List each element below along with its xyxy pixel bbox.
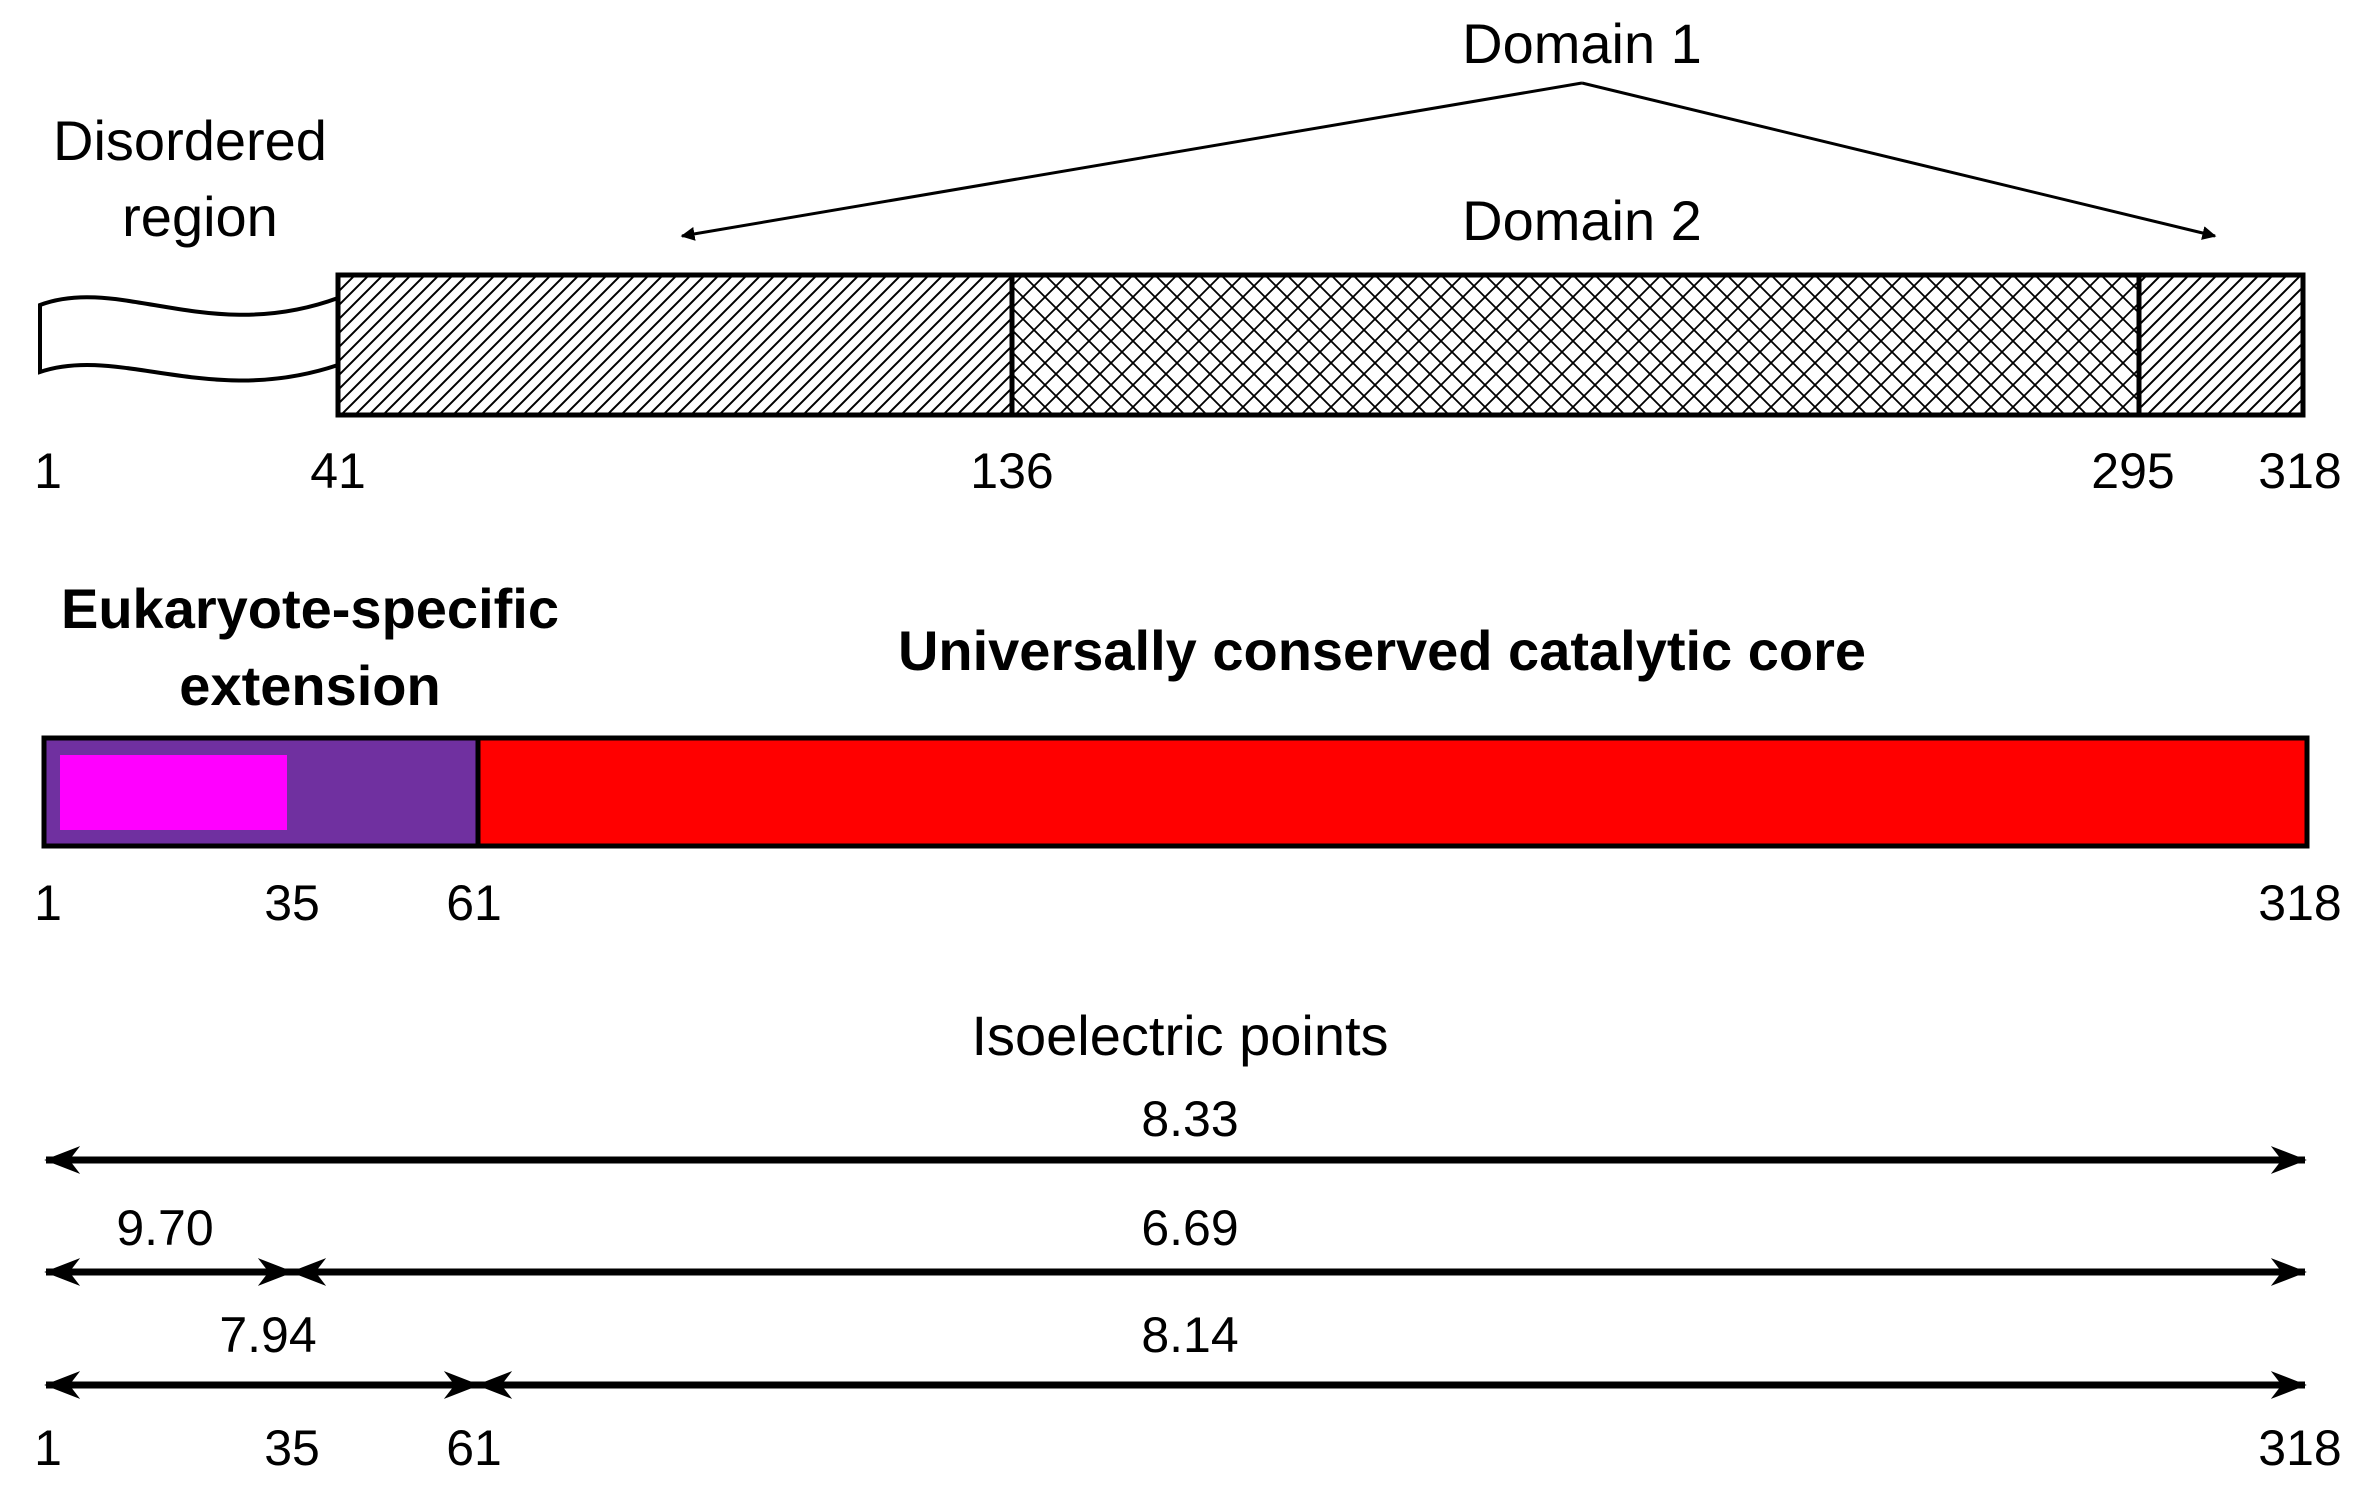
extension-label-line2: extension bbox=[179, 654, 440, 717]
isoelectric-title: Isoelectric points bbox=[971, 1004, 1388, 1067]
pi-row3-right-label: 8.14 bbox=[1141, 1307, 1238, 1363]
bot-pos-61: 61 bbox=[446, 1420, 502, 1476]
extension-highlight-segment bbox=[60, 755, 287, 830]
mid-pos-1: 1 bbox=[34, 875, 62, 931]
extension-label-line1: Eukaryote-specific bbox=[61, 577, 559, 640]
domain1-segment-n bbox=[335, 272, 1015, 418]
pi-row3-left-label: 7.94 bbox=[219, 1307, 316, 1363]
bot-pos-318: 318 bbox=[2258, 1420, 2341, 1476]
bot-pos-35: 35 bbox=[264, 1420, 320, 1476]
domain1-pointer-left bbox=[680, 81, 1583, 241]
mid-pos-35: 35 bbox=[264, 875, 320, 931]
middle-panel: Eukaryote-specific extension Universally… bbox=[34, 577, 2342, 931]
pi-row2-right-label: 6.69 bbox=[1141, 1200, 1238, 1256]
top-pos-1: 1 bbox=[34, 443, 62, 499]
top-pos-295: 295 bbox=[2091, 443, 2174, 499]
bottom-panel: Isoelectric points 8.33 9.70 6.69 7.94 8… bbox=[34, 1004, 2342, 1476]
top-pos-41: 41 bbox=[310, 443, 366, 499]
catalytic-core-segment bbox=[475, 735, 2310, 849]
top-pos-136: 136 bbox=[970, 443, 1053, 499]
domain2-label: Domain 2 bbox=[1462, 189, 1702, 252]
domain1-label: Domain 1 bbox=[1462, 12, 1702, 75]
bot-pos-1: 1 bbox=[34, 1420, 62, 1476]
mid-pos-318: 318 bbox=[2258, 875, 2341, 931]
disordered-label-line1: Disordered bbox=[53, 109, 327, 172]
disordered-label-line2: region bbox=[122, 185, 278, 248]
domain2-segment bbox=[1009, 272, 2142, 418]
mid-pos-61: 61 bbox=[446, 875, 502, 931]
core-label: Universally conserved catalytic core bbox=[898, 619, 1866, 682]
pi-full-label: 8.33 bbox=[1141, 1091, 1238, 1147]
pi-row2-left-label: 9.70 bbox=[116, 1200, 213, 1256]
disordered-region-ribbon bbox=[38, 295, 340, 383]
domain1-pointer-right bbox=[1581, 81, 2217, 240]
domain1-segment-c bbox=[2136, 272, 2306, 418]
top-panel: Disordered region Domain 1 Domain 2 1 41… bbox=[34, 12, 2342, 499]
top-pos-318: 318 bbox=[2258, 443, 2341, 499]
